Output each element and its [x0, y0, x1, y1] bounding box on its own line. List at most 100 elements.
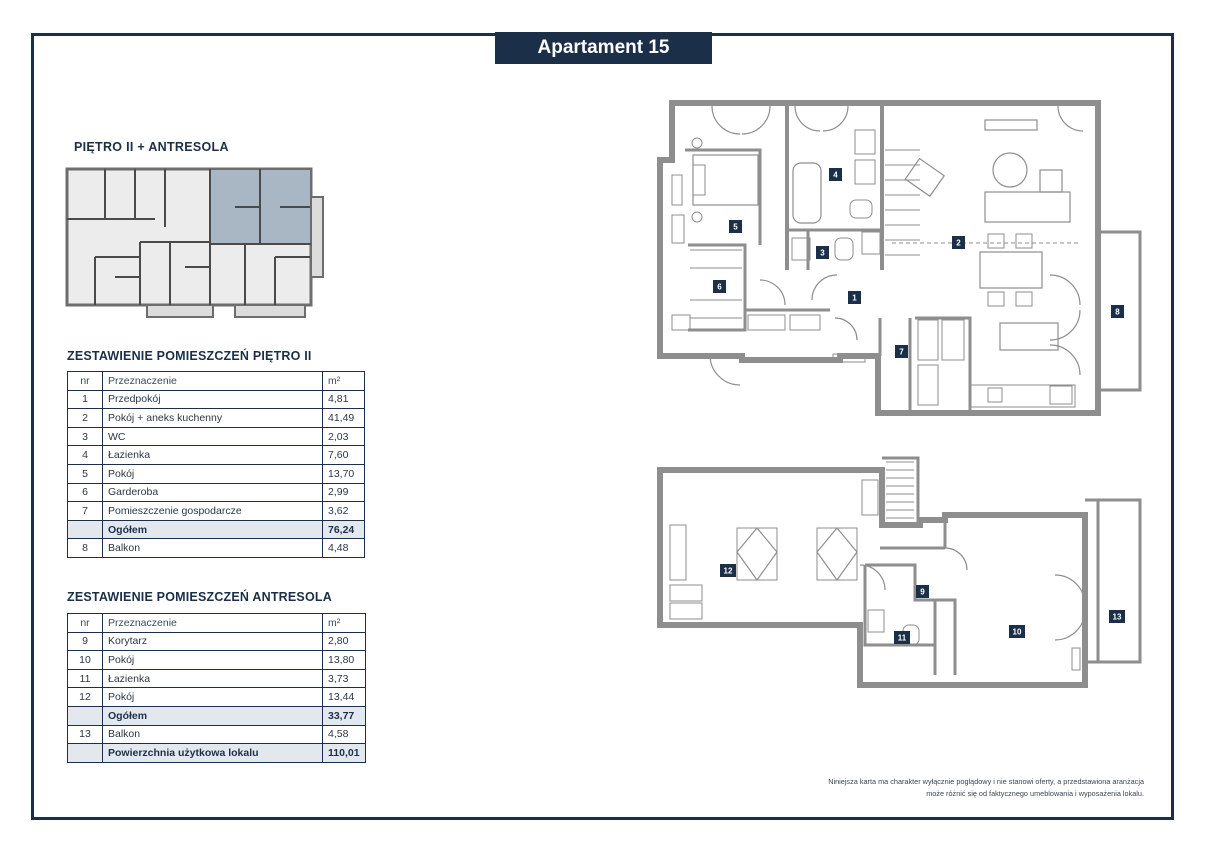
row-name: Przedpokój	[102, 389, 323, 410]
room-tag-6: 6	[713, 280, 726, 293]
row-nr: 6	[67, 482, 103, 503]
header-name: Przeznaczenie	[102, 371, 323, 391]
table-mezz-title: ZESTAWIENIE POMIESZCZEŃ ANTRESOLA	[67, 590, 332, 604]
svg-text:13: 13	[1113, 613, 1122, 622]
room-tag-2: 2	[952, 236, 965, 249]
row-name: Łazienka	[102, 668, 323, 689]
row-area: 3,73	[322, 668, 366, 689]
row-area: 2,99	[322, 482, 365, 503]
room-tag-4: 4	[829, 168, 842, 181]
table-row: 11 Łazienka 3,73	[67, 668, 366, 689]
svg-text:12: 12	[724, 567, 733, 576]
row-area: 4,48	[322, 538, 365, 558]
table-row: 2 Pokój + aneks kuchenny 41,49	[67, 408, 365, 428]
row-area: 2,03	[322, 426, 365, 447]
total-area: 76,24	[322, 519, 365, 540]
row-area: 13,80	[322, 650, 366, 670]
table-row: 3 WC 2,03	[67, 426, 365, 447]
room-tag-13: 13	[1109, 610, 1125, 623]
svg-text:1: 1	[852, 294, 857, 303]
row-area: 7,60	[322, 445, 365, 465]
table-row: 1 Przedpokój 4,81	[67, 389, 365, 410]
row-nr: 3	[67, 426, 103, 447]
room-tag-9: 9	[916, 585, 929, 598]
row-nr: 11	[67, 668, 103, 689]
grand-total-nr	[67, 743, 103, 763]
row-name: Pomieszczenie gospodarcze	[102, 501, 323, 521]
table-header-row: nr Przeznaczenie m²	[67, 371, 365, 391]
room-tags: 1 2 3 4 5 6 7 8 9 10 11 12 13	[713, 168, 1125, 644]
svg-text:8: 8	[1115, 308, 1120, 317]
svg-text:11: 11	[898, 634, 907, 643]
room-tag-5: 5	[729, 220, 742, 233]
row-name: Pokój	[102, 687, 323, 707]
svg-text:7: 7	[899, 348, 904, 357]
table-grand-total-row: Powierzchnia użytkowa lokalu 110,01	[67, 743, 366, 763]
row-name: Pokój	[102, 650, 323, 670]
total-label: Ogółem	[102, 705, 323, 726]
svg-text:4: 4	[833, 171, 838, 180]
room-tag-10: 10	[1009, 625, 1025, 638]
row-nr: 2	[67, 408, 103, 428]
row-area: 3,62	[322, 501, 365, 521]
table-header-row: nr Przeznaczenie m²	[67, 613, 366, 633]
row-nr: 12	[67, 687, 103, 707]
apartment-title: Apartament 15	[495, 32, 712, 64]
header-unit: m²	[322, 613, 366, 633]
row-area: 2,80	[322, 631, 366, 652]
key-plan	[65, 167, 324, 318]
table-total-row: Ogółem 76,24	[67, 519, 365, 540]
row-name: Balkon	[102, 538, 323, 558]
row-name: Łazienka	[102, 445, 323, 465]
table-total-row: Ogółem 33,77	[67, 705, 366, 726]
row-name: Balkon	[102, 724, 323, 745]
total-label: Ogółem	[102, 519, 323, 540]
table-row: 4 Łazienka 7,60	[67, 445, 365, 465]
total-nr	[67, 519, 103, 540]
room-tag-12: 12	[720, 564, 736, 577]
svg-text:10: 10	[1013, 628, 1022, 637]
svg-text:2: 2	[956, 239, 961, 248]
row-nr: 13	[67, 724, 103, 745]
grand-total-label: Powierzchnia użytkowa lokalu	[102, 743, 323, 763]
total-area: 33,77	[322, 705, 366, 726]
row-area: 13,44	[322, 687, 366, 707]
table-floor: nr Przeznaczenie m² 1 Przedpokój 4,81 2 …	[67, 371, 365, 558]
header-nr: nr	[67, 371, 103, 391]
row-nr: 8	[67, 538, 103, 558]
row-nr: 9	[67, 631, 103, 652]
row-name: Pokój + aneks kuchenny	[102, 408, 323, 428]
row-area: 41,49	[322, 408, 365, 428]
room-tag-8: 8	[1111, 305, 1124, 318]
row-nr: 4	[67, 445, 103, 465]
row-name: Korytarz	[102, 631, 323, 652]
header-unit: m²	[322, 371, 365, 391]
table-row: 10 Pokój 13,80	[67, 650, 366, 670]
table-row: 7 Pomieszczenie gospodarcze 3,62	[67, 501, 365, 521]
row-area: 13,70	[322, 463, 365, 484]
table-row: 13 Balkon 4,58	[67, 724, 366, 745]
room-tag-7: 7	[895, 345, 908, 358]
table-row: 9 Korytarz 2,80	[67, 631, 366, 652]
table-row: 5 Pokój 13,70	[67, 463, 365, 484]
row-nr: 7	[67, 501, 103, 521]
row-nr: 10	[67, 650, 103, 670]
floor-label: PIĘTRO II + ANTRESOLA	[74, 140, 229, 154]
table-floor-title: ZESTAWIENIE POMIESZCZEŃ PIĘTRO II	[67, 349, 312, 363]
svg-text:3: 3	[820, 249, 825, 258]
table-mezz: nr Przeznaczenie m² 9 Korytarz 2,80 10 P…	[67, 613, 366, 763]
mezzanine-plan	[657, 456, 1142, 688]
grand-total-area: 110,01	[322, 743, 366, 763]
row-name: WC	[102, 426, 323, 447]
svg-text:9: 9	[920, 588, 925, 597]
row-area: 4,58	[322, 724, 366, 745]
row-area: 4,81	[322, 389, 365, 410]
header-nr: nr	[67, 613, 103, 633]
row-nr: 5	[67, 463, 103, 484]
total-nr	[67, 705, 103, 726]
svg-text:6: 6	[717, 283, 722, 292]
row-nr: 1	[67, 389, 103, 410]
table-row: 8 Balkon 4,48	[67, 538, 365, 558]
row-name: Garderoba	[102, 482, 323, 503]
upper-floor-plan	[657, 100, 1142, 416]
